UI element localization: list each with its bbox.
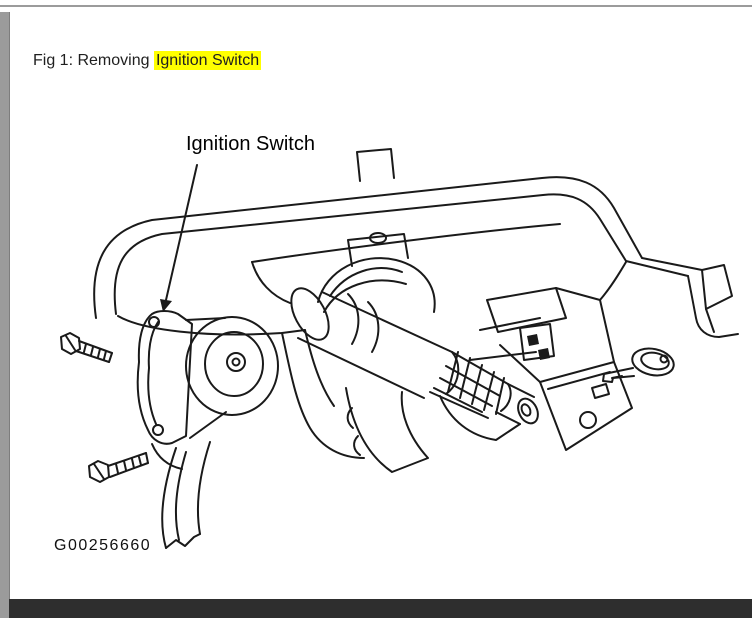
mounting-bolts — [60, 332, 149, 483]
vertical-scrollbar[interactable] — [0, 12, 10, 618]
ignition-switch-drawing — [136, 310, 279, 445]
window-top-border — [0, 5, 752, 7]
figure-caption-highlight: Ignition Switch — [153, 51, 262, 70]
bottom-bar — [9, 599, 752, 618]
steering-column-drawing — [281, 232, 460, 459]
figure-caption: Fig 1: Removing Ignition Switch — [33, 51, 262, 70]
dashboard-frame — [93, 148, 739, 338]
column-bracket — [439, 287, 633, 451]
key-drawing — [602, 347, 675, 383]
figure-caption-text: Fig 1: Removing — [33, 52, 154, 69]
splined-shaft — [429, 351, 539, 425]
column-shroud — [151, 441, 211, 549]
lower-bracket — [345, 387, 429, 473]
ignition-switch-label: Ignition Switch — [186, 133, 315, 155]
part-number: G00256660 — [54, 537, 152, 554]
callout-arrow — [160, 164, 198, 312]
